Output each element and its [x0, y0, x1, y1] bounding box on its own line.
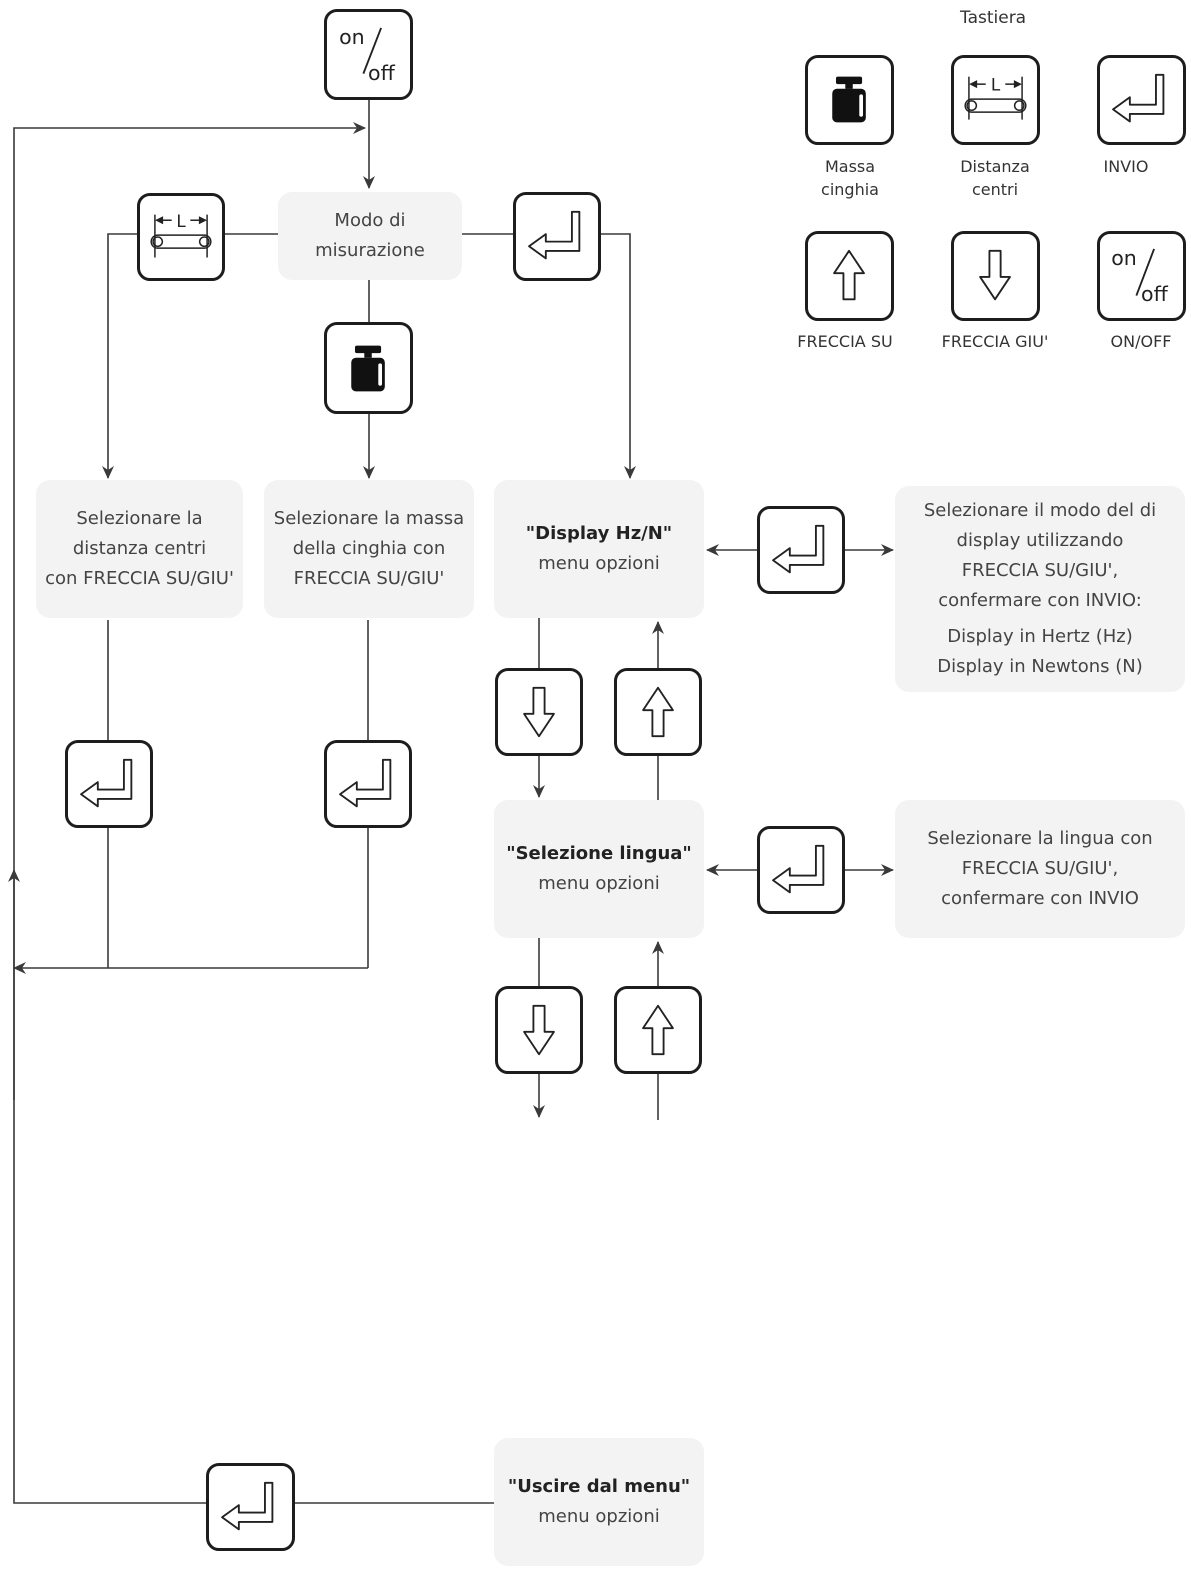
- enter-key-language[interactable]: [757, 826, 845, 914]
- language-info-line-1: Selezionare la lingua con: [927, 828, 1153, 849]
- arrow-up-icon: [833, 249, 865, 301]
- span-symbol: L: [176, 211, 186, 231]
- legend-up-label-1: FRECCIA SU: [797, 332, 893, 351]
- belt-span-icon: L: [964, 75, 1027, 120]
- off-text: off: [368, 61, 396, 85]
- arrow-down-icon: [523, 1004, 555, 1056]
- legend-onoff-key: on off: [1097, 231, 1186, 321]
- enter-icon: [772, 524, 825, 574]
- exit-menu-subtitle: menu opzioni: [538, 1506, 660, 1527]
- arrow-up-icon: [642, 1004, 674, 1056]
- legend-up-label: FRECCIA SU: [780, 330, 910, 353]
- exit-menu-box: "Uscire dal menu" menu opzioni: [494, 1438, 704, 1566]
- select-mass-box: Selezionare la massa della cinghia con F…: [264, 480, 474, 618]
- select-span-box: Selezionare la distanza centri con FRECC…: [36, 480, 243, 618]
- enter-icon: [339, 758, 392, 808]
- enter-key-mode[interactable]: [513, 192, 601, 281]
- mode-box: Modo di misurazione: [278, 192, 462, 280]
- arrow-down-icon: [523, 686, 555, 738]
- enter-icon: [1112, 73, 1165, 123]
- language-menu-box: "Selezione lingua" menu opzioni: [494, 800, 704, 938]
- legend-mass-label-1: Massa: [824, 157, 876, 176]
- on-off-key[interactable]: on off: [324, 9, 413, 100]
- display-info-line-4: confermare con INVIO:: [938, 590, 1142, 611]
- arrow-up-key-display[interactable]: [614, 668, 702, 756]
- language-info-box: Selezionare la lingua con FRECCIA SU/GIU…: [895, 800, 1185, 938]
- legend-down-label-1: FRECCIA GIU': [941, 332, 1049, 351]
- legend-enter-label: INVIO: [1061, 155, 1191, 178]
- legend-onoff-label-1: ON/OFF: [1110, 332, 1172, 351]
- display-menu-title: "Display Hz/N": [525, 523, 673, 544]
- legend-span-label: Distanza centri: [930, 155, 1060, 201]
- keyboard-title: Tastiera: [960, 8, 1027, 28]
- belt-mass-key[interactable]: [324, 322, 413, 414]
- enter-key-mass[interactable]: [324, 740, 412, 828]
- arrow-up-icon: [642, 686, 674, 738]
- arrow-down-icon: [979, 249, 1011, 301]
- enter-icon: [221, 1481, 274, 1531]
- legend-on-text: on: [1111, 246, 1137, 270]
- legend-span-label-2: centri: [971, 180, 1019, 199]
- legend-mass-key: [805, 55, 894, 145]
- mode-line-1: Modo di: [334, 210, 406, 231]
- display-info-line-2: display utilizzando: [956, 530, 1124, 551]
- on-off-icon: on off: [1111, 246, 1169, 306]
- language-info-line-3: confermare con INVIO: [941, 888, 1139, 909]
- enter-icon: [80, 758, 133, 808]
- arrow-up-key-language[interactable]: [614, 986, 702, 1074]
- on-text: on: [339, 25, 365, 49]
- legend-span-symbol: L: [991, 75, 1001, 95]
- display-option-hz: Display in Hertz (Hz): [947, 626, 1133, 647]
- enter-icon: [528, 210, 581, 260]
- enter-icon: [772, 844, 825, 894]
- belt-span-key[interactable]: L: [137, 193, 225, 281]
- display-info-line-1: Selezionare il modo del di: [923, 500, 1157, 521]
- legend-enter-key: [1097, 55, 1186, 145]
- select-span-line-2: distanza centri: [72, 538, 207, 559]
- enter-key-span[interactable]: [65, 740, 153, 828]
- on-off-icon: on off: [339, 25, 396, 85]
- mode-line-2: misurazione: [315, 240, 425, 261]
- exit-menu-title: "Uscire dal menu": [507, 1476, 691, 1497]
- legend-down-key: [951, 231, 1040, 321]
- legend-up-key: [805, 231, 894, 321]
- weight-icon: [351, 345, 385, 392]
- language-menu-title: "Selezione lingua": [506, 843, 692, 864]
- weight-icon: [832, 76, 866, 123]
- arrow-down-key-language[interactable]: [495, 986, 583, 1074]
- select-mass-line-2: della cinghia con: [292, 538, 446, 559]
- legend-mass-label-2: cinghia: [821, 180, 879, 199]
- select-mass-line-3: FRECCIA SU/GIU': [293, 568, 445, 589]
- language-info-line-2: FRECCIA SU/GIU',: [961, 858, 1119, 879]
- legend-span-key: L: [951, 55, 1040, 145]
- enter-key-exit[interactable]: [206, 1463, 295, 1551]
- display-info-line-3: FRECCIA SU/GIU',: [961, 560, 1119, 581]
- language-menu-subtitle: menu opzioni: [538, 873, 660, 894]
- display-menu-box: "Display Hz/N" menu opzioni: [494, 480, 704, 618]
- legend-mass-label: Massa cinghia: [785, 155, 915, 201]
- select-span-line-3: con FRECCIA SU/GIU': [45, 568, 234, 589]
- legend-span-label-1: Distanza: [960, 157, 1030, 176]
- display-option-n: Display in Newtons (N): [937, 656, 1143, 677]
- select-span-line-1: Selezionare la: [76, 508, 203, 529]
- display-menu-subtitle: menu opzioni: [538, 553, 660, 574]
- legend-down-label: FRECCIA GIU': [930, 330, 1060, 353]
- legend-onoff-label: ON/OFF: [1076, 330, 1191, 353]
- belt-span-icon: L: [150, 211, 212, 258]
- legend-enter-label-1: INVIO: [1103, 157, 1149, 176]
- select-mass-line-1: Selezionare la massa: [273, 508, 465, 529]
- legend-off-text: off: [1141, 282, 1169, 306]
- enter-key-display[interactable]: [757, 506, 845, 594]
- arrow-down-key-display[interactable]: [495, 668, 583, 756]
- display-info-box: Selezionare il modo del di display utili…: [895, 486, 1185, 692]
